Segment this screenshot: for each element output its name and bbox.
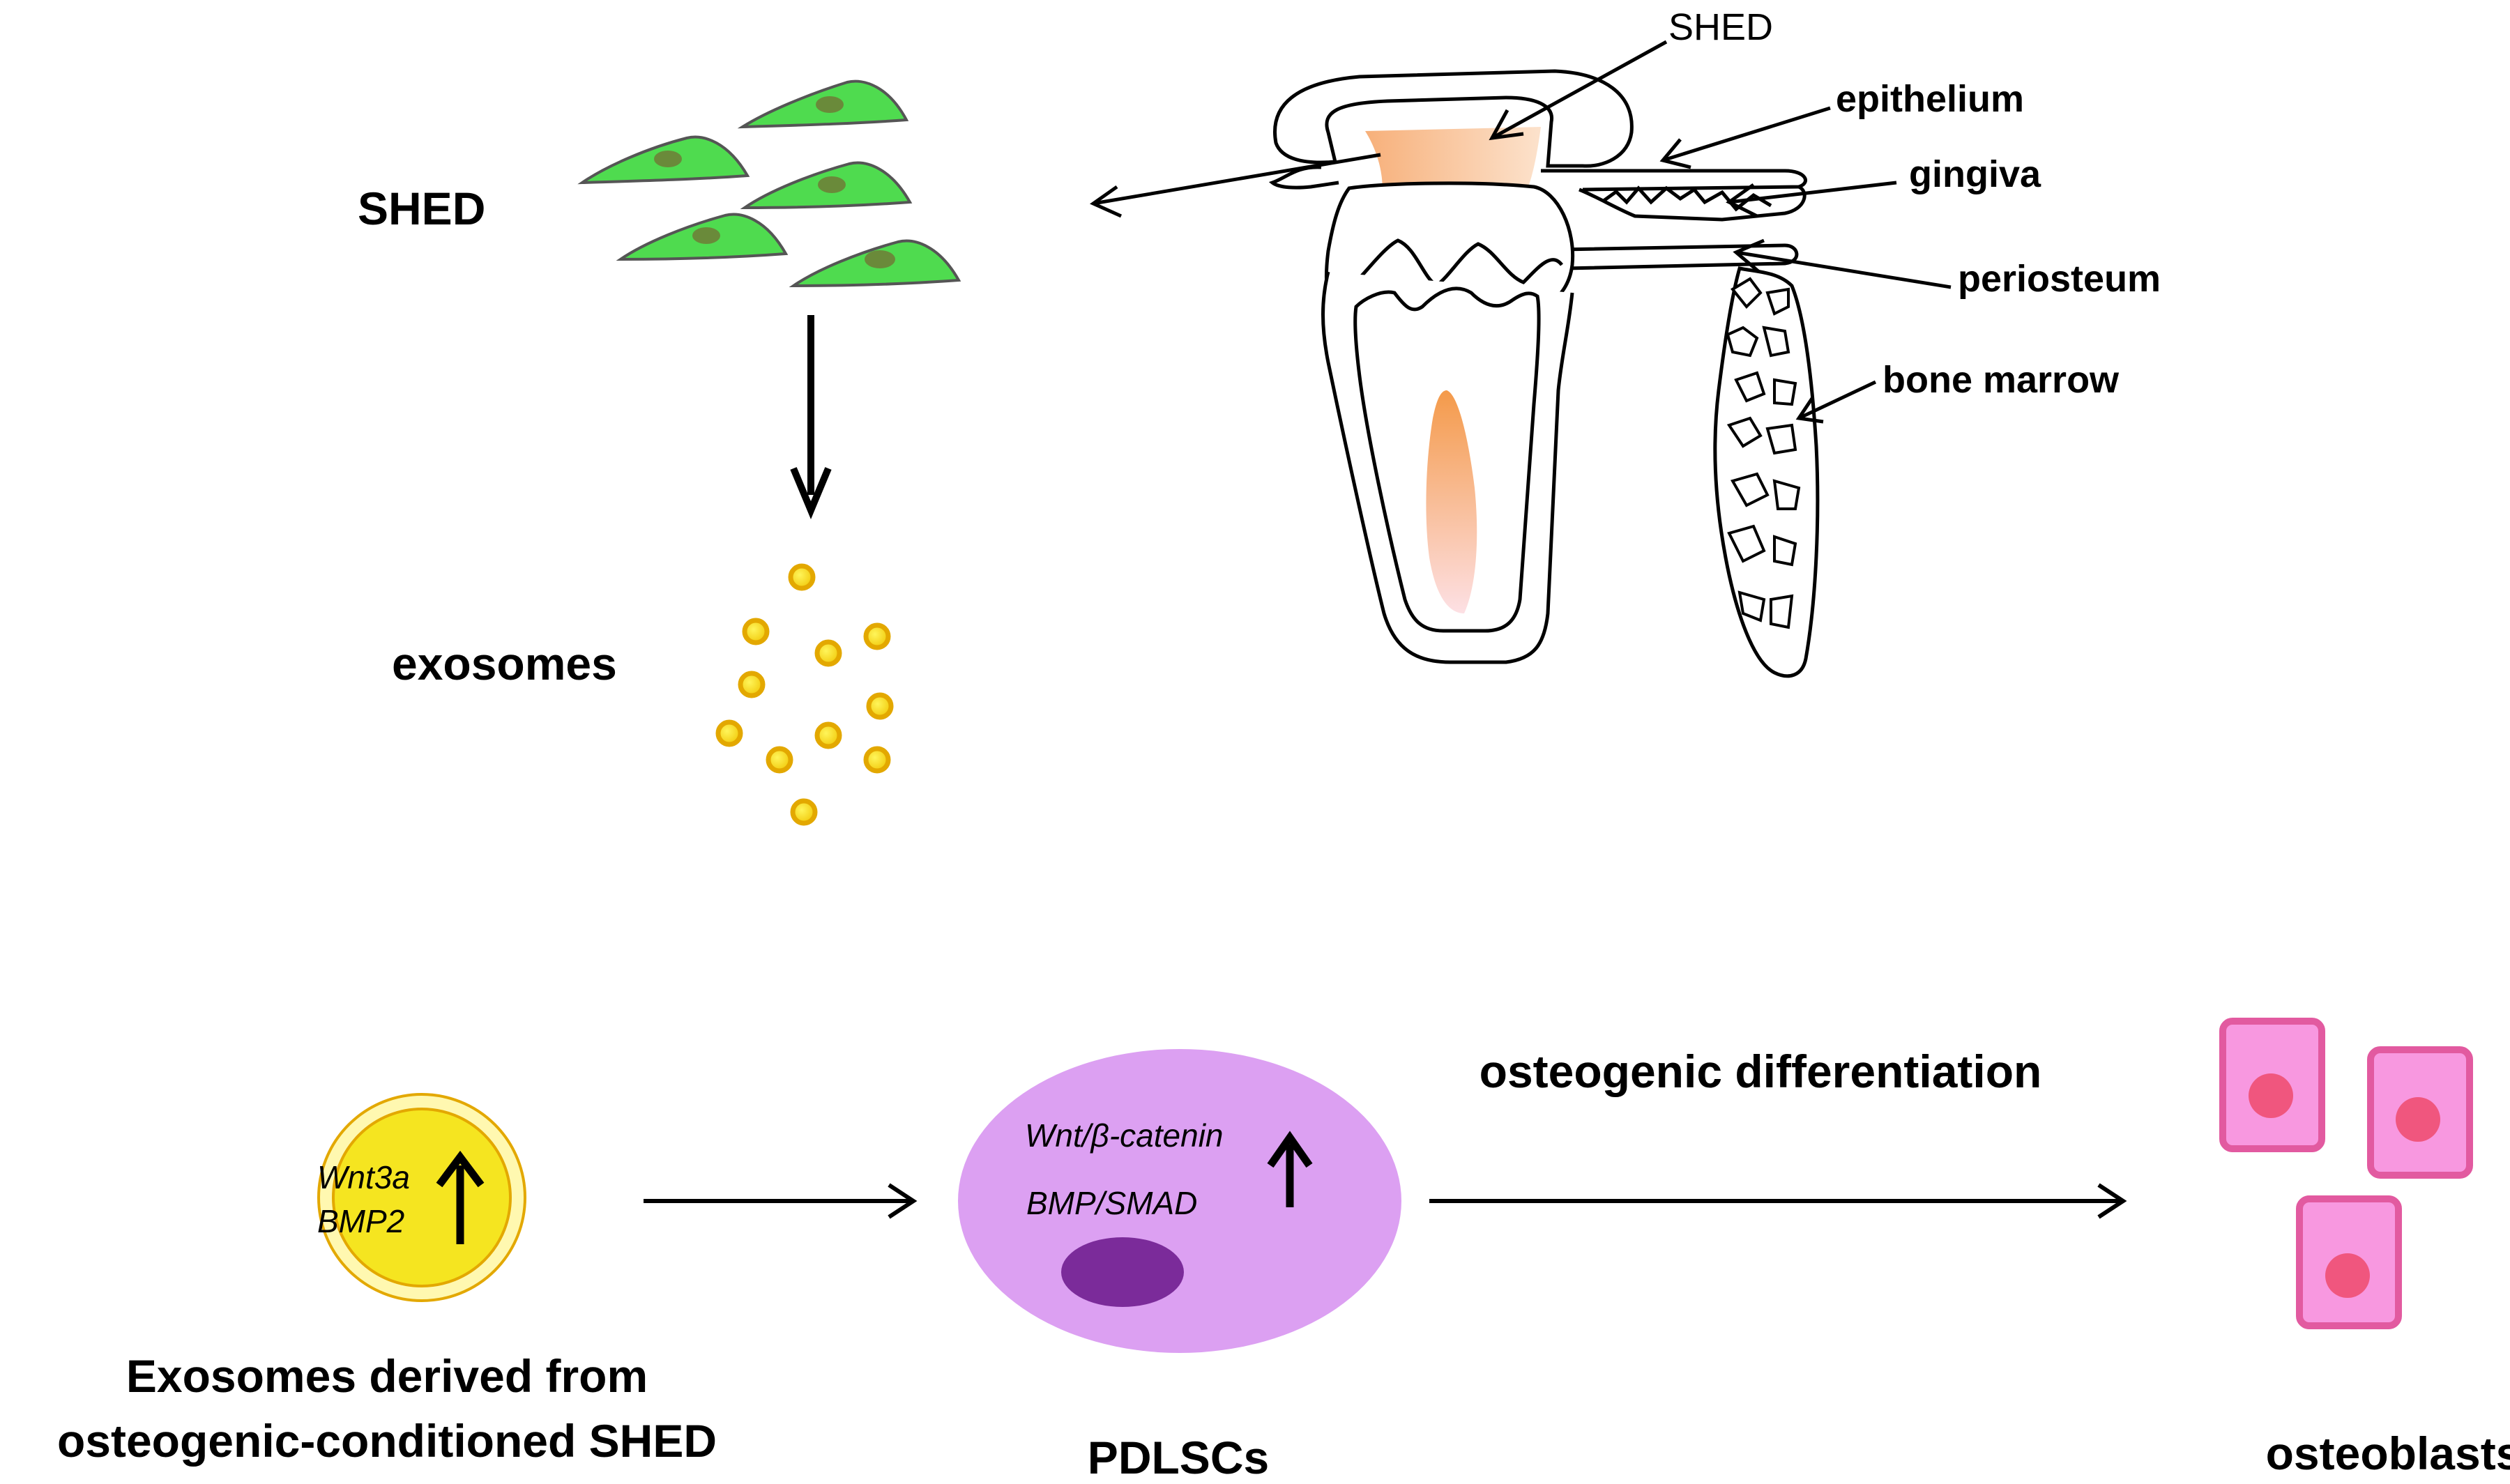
periosteum-label: periosteum bbox=[1958, 258, 2161, 300]
exosome-dot bbox=[738, 671, 766, 698]
crown-cap bbox=[1273, 69, 1634, 168]
osteoblasts-label: osteoblasts bbox=[2266, 1428, 2510, 1479]
shed-cell bbox=[577, 135, 750, 185]
osteoblast-cell bbox=[2219, 1018, 2325, 1152]
shed-cell-cluster bbox=[577, 79, 961, 288]
gingiva-label: gingiva bbox=[1909, 153, 2041, 195]
bone-marrow-label: bone marrow bbox=[1882, 359, 2120, 401]
exosome-gene-wnt3a: Wnt3a bbox=[317, 1159, 410, 1195]
tooth-arrows bbox=[1089, 40, 1952, 424]
bone-marrow-cavities bbox=[1726, 277, 1801, 629]
up-arrow-icon bbox=[1267, 1131, 1313, 1207]
exosome-dot bbox=[715, 719, 743, 747]
exosomes-label: exosomes bbox=[392, 638, 617, 689]
exosome-dot bbox=[863, 746, 891, 774]
exosome-dot bbox=[742, 618, 770, 645]
osteogenic-differentiation-label: osteogenic differentiation bbox=[1480, 1046, 2042, 1097]
exosome-dot bbox=[814, 721, 842, 749]
shed-cell bbox=[789, 239, 961, 288]
exosome-dot bbox=[863, 622, 891, 650]
epithelium-label: epithelium bbox=[1836, 78, 2024, 120]
pdlsc-pathway-bmp: BMP/SMAD bbox=[1026, 1185, 1197, 1221]
gingiva-layer bbox=[1579, 185, 1807, 222]
shed-cell bbox=[740, 161, 913, 210]
shed-cell bbox=[616, 213, 789, 261]
tooth-diagram bbox=[1268, 69, 1820, 678]
periosteum-layer bbox=[1561, 243, 1799, 270]
pdlsc-pathway-wnt: Wnt/β-catenin bbox=[1025, 1117, 1224, 1154]
exosome-vesicle bbox=[317, 1093, 526, 1302]
shed-region bbox=[1365, 127, 1541, 192]
exosome-dot bbox=[814, 639, 842, 667]
osteoblast-cell bbox=[2367, 1046, 2473, 1179]
up-arrow-icon bbox=[436, 1150, 485, 1244]
arrow-shed-to-exosomes bbox=[790, 315, 832, 519]
gingiva-waves bbox=[1602, 185, 1772, 212]
pdlsc-nucleus bbox=[1061, 1237, 1184, 1307]
arrow-pdlsc-to-osteoblasts bbox=[1429, 1183, 2127, 1219]
exosome-dot bbox=[790, 798, 818, 826]
exosomes-derived-line2: osteogenic-conditioned SHED bbox=[57, 1415, 717, 1467]
shed-label: SHED bbox=[358, 183, 485, 234]
exosomes-derived-line1: Exosomes derived from bbox=[126, 1350, 648, 1402]
tooth-shed-label: SHED bbox=[1668, 6, 1773, 48]
shed-cell bbox=[737, 79, 909, 129]
pdlsc-cell bbox=[958, 1049, 1401, 1353]
exosome-dot bbox=[866, 692, 894, 720]
bone bbox=[1713, 266, 1820, 678]
exosome-dot bbox=[766, 746, 793, 774]
tooth-pulp bbox=[1426, 390, 1477, 613]
pdlscs-label: PDLSCs bbox=[1088, 1432, 1269, 1483]
exosome-dot bbox=[788, 563, 816, 591]
exosome-cluster bbox=[715, 563, 894, 826]
tooth-crown-inner bbox=[1348, 238, 1563, 291]
epithelium-layer bbox=[1541, 169, 1807, 192]
exosome-gene-bmp2: BMP2 bbox=[317, 1203, 404, 1239]
osteoblast-cell bbox=[2296, 1195, 2402, 1329]
osteoblast-cluster bbox=[2219, 1018, 2473, 1329]
arrow-exosome-to-pdlsc bbox=[644, 1183, 918, 1219]
